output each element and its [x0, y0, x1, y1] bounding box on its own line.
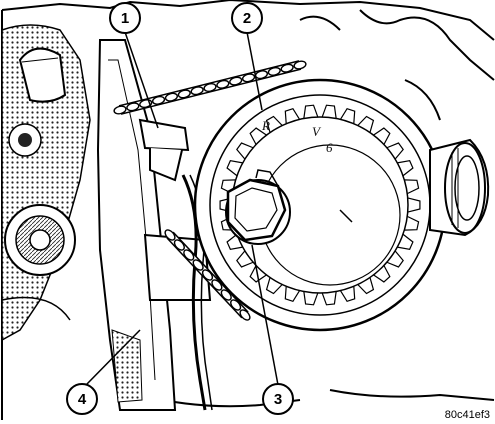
sprocket-tooth — [397, 233, 414, 250]
sprocket-mark-r: R — [261, 118, 270, 133]
sprocket-tooth — [236, 250, 254, 268]
chain-link — [151, 95, 166, 105]
chain-link — [177, 89, 191, 99]
camshaft-sprocket: R V 6 — [193, 78, 447, 332]
sprocket-mark-6: 6 — [326, 140, 333, 155]
callout-4-label: 4 — [78, 391, 87, 408]
callout-3-label: 3 — [274, 391, 282, 408]
left-cover — [1, 24, 91, 342]
sprocket-tooth — [357, 115, 375, 133]
reference-code: 80c41ef3 — [445, 409, 490, 421]
chain-link — [192, 259, 204, 271]
sprocket-tooth — [226, 233, 243, 250]
sprocket-tooth — [265, 277, 283, 295]
sprocket-tooth — [386, 250, 404, 268]
callout-4: 4 — [66, 383, 98, 415]
sprocket-tooth — [373, 127, 391, 145]
callout-1: 1 — [109, 2, 141, 34]
sprocket-tooth — [386, 142, 404, 160]
sprocket-tooth — [321, 291, 337, 306]
callout-2: 2 — [231, 2, 263, 34]
sprocket-teeth — [219, 104, 421, 306]
leader-1 — [124, 31, 159, 129]
sprocket-tooth — [397, 160, 414, 177]
sprocket-tooth — [249, 265, 267, 283]
callout-1-label: 1 — [121, 10, 129, 27]
sprocket-tooth — [357, 277, 375, 295]
chain-link — [293, 60, 307, 70]
chain-link — [211, 279, 223, 291]
sprocket-tooth — [321, 104, 337, 119]
chain-link — [229, 76, 243, 86]
chain-link — [164, 92, 179, 102]
sprocket-tooth — [373, 265, 391, 283]
chain-link — [201, 269, 214, 281]
chain-link — [241, 73, 256, 83]
chain-link — [126, 102, 140, 112]
sprocket-tooth — [236, 142, 254, 160]
sprocket-tooth — [303, 104, 319, 119]
chain-link — [164, 229, 176, 241]
chain-link — [267, 66, 281, 76]
chain-link — [203, 83, 217, 92]
chain-link — [190, 86, 204, 96]
camshaft-hub — [429, 138, 490, 237]
chain-link — [173, 239, 185, 251]
chain-link — [216, 79, 230, 89]
chain-link — [183, 249, 195, 261]
chain-link — [230, 299, 242, 311]
chain-link — [280, 63, 294, 73]
sprocket-tooth — [265, 115, 283, 133]
sprocket-tooth — [407, 197, 421, 213]
sprocket-tooth — [249, 127, 267, 145]
sprocket-bolt — [225, 169, 291, 245]
callout-2-label: 2 — [243, 10, 251, 27]
leader-lines — [85, 31, 279, 386]
sprocket-tooth — [226, 160, 243, 177]
sprocket-mark-v: V — [312, 124, 322, 139]
callout-3: 3 — [262, 383, 294, 415]
leader-2 — [246, 31, 263, 111]
sprocket-tooth — [404, 215, 420, 231]
sprocket-tooth — [303, 291, 319, 306]
leader-4 — [85, 329, 141, 386]
leader-3 — [251, 244, 279, 386]
chain-link — [113, 105, 127, 115]
chain-link — [239, 309, 251, 321]
chain-link — [220, 289, 232, 301]
sprocket-tooth — [404, 179, 420, 195]
